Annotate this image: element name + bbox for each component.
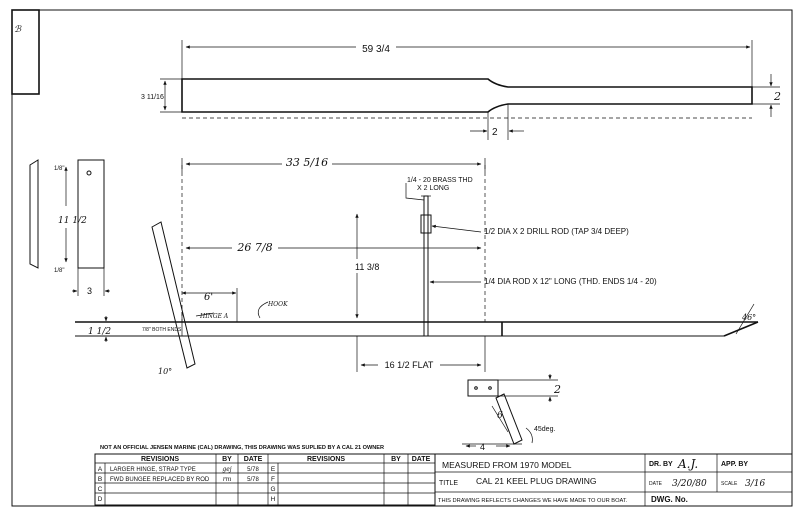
dr-by-label: DR. BY	[649, 461, 673, 468]
dim-keel-depth: 1 1/2	[88, 327, 111, 337]
revisions-table: REVISIONS BY DATE REVISIONS BY DATE A LA…	[94, 453, 436, 506]
dim-detail-6: 6	[497, 411, 503, 421]
title-block: MEASURED FROM 1970 MODEL TITLE CAL 21 KE…	[434, 453, 793, 507]
rev-date: 5/78	[247, 477, 259, 483]
dim-hinge-6: 6'	[204, 292, 213, 303]
bracket-detail: 2 6 4 45deg.	[462, 374, 561, 452]
rod	[423, 195, 429, 337]
dim-detail-angle: 45deg.	[534, 426, 555, 433]
dr-by-value: A.J.	[677, 457, 698, 471]
dim-overall-length: 59 3/4	[362, 44, 390, 55]
rev-header-by-left: BY	[222, 456, 232, 463]
dim-side-top: 1/8"	[54, 166, 64, 172]
rev-header-date-right: DATE	[412, 456, 431, 463]
rev-letter: A	[98, 466, 103, 473]
callout-drill-rod: 1/2 DIA X 2 DRILL ROD (TAP 3/4 DEEP)	[484, 227, 629, 236]
dim-side-3: 3	[87, 286, 92, 296]
rev-by: gej	[222, 466, 231, 473]
dim-both-ends: 7/8" BOTH ENDS	[142, 327, 182, 333]
dim-span-26: 26 7/8	[236, 241, 272, 254]
keel-plug-view: 33 5/16 26 7/8 11 3/8 16 1/2 FLAT 1/4 - …	[75, 154, 759, 376]
drawing-title: CAL 21 KEEL PLUG DRAWING	[476, 476, 596, 486]
rev-letter-right: H	[271, 496, 276, 503]
corner-box	[11, 9, 40, 95]
sheet-border	[11, 9, 793, 507]
rev-by: rm	[223, 476, 232, 483]
rev-letter: B	[98, 476, 102, 483]
rev-letter: D	[98, 496, 103, 503]
rev-text: LARGER HINGE, STRAP TYPE	[110, 467, 196, 473]
corner-mark: ℬ	[14, 25, 22, 35]
rev-header-date-left: DATE	[244, 456, 263, 463]
rudder-plan-view: 59 3/4 3 11/16 2 2	[141, 40, 781, 140]
app-by-label: APP. BY	[721, 461, 748, 468]
dim-angle-46: 46°	[741, 313, 756, 322]
drawing-note: THIS DRAWING REFLECTS CHANGES WE HAVE MA…	[438, 498, 628, 504]
dim-detail-2: 2	[553, 383, 561, 396]
dim-side-11: 11 1/2	[58, 216, 87, 226]
dwg-no-label: DWG. No.	[651, 495, 688, 504]
rev-letter: C	[98, 486, 103, 493]
hinged-flap	[151, 221, 196, 369]
date-label: DATE	[649, 481, 663, 487]
dim-side-bot: 1/8"	[54, 268, 64, 274]
dim-flat: 16 1/2 FLAT	[385, 360, 434, 370]
dim-height-11: 11 3/8	[355, 262, 379, 272]
rev-header-right: REVISIONS	[307, 456, 345, 463]
callout-hook: HOOK	[267, 301, 288, 308]
rev-letter-right: E	[271, 466, 276, 473]
callout-hinge: HINGE A	[199, 313, 229, 320]
scale-value: 3/16	[745, 479, 765, 489]
rev-letter-right: G	[270, 486, 275, 493]
dim-rudder-height: 3 11/16	[141, 94, 164, 101]
callout-brass-2: X 2 LONG	[417, 185, 449, 192]
date-value: 3/20/80	[672, 479, 707, 489]
dim-span-33: 33 5/16	[286, 156, 328, 169]
scale-label: SCALE	[721, 481, 738, 487]
callout-brass: 1/4 - 20 BRASS THD	[407, 177, 473, 184]
rev-letter-right: F	[271, 476, 275, 483]
rev-header-by-right: BY	[391, 456, 401, 463]
callout-dia-rod: 1/4 DIA ROD X 12" LONG (THD. ENDS 1/4 - …	[484, 277, 657, 286]
rev-text: FWD BUNGEE REPLACED BY ROD	[110, 477, 210, 483]
strap-detail: 11 1/2 1/8" 1/8" 3	[29, 159, 110, 296]
measured-from: MEASURED FROM 1970 MODEL	[442, 460, 572, 470]
rev-date: 5/78	[247, 467, 259, 473]
disclaimer: NOT AN OFFICIAL JENSEN MARINE (CAL) DRAW…	[100, 445, 384, 451]
title-label: TITLE	[439, 480, 458, 487]
dim-tip-offset: 2	[492, 127, 498, 138]
dim-angle-10: 10°	[158, 367, 172, 376]
dim-tip-width: 2	[773, 90, 781, 103]
rev-header-left: REVISIONS	[141, 456, 179, 463]
dim-detail-4: 4	[480, 442, 485, 452]
